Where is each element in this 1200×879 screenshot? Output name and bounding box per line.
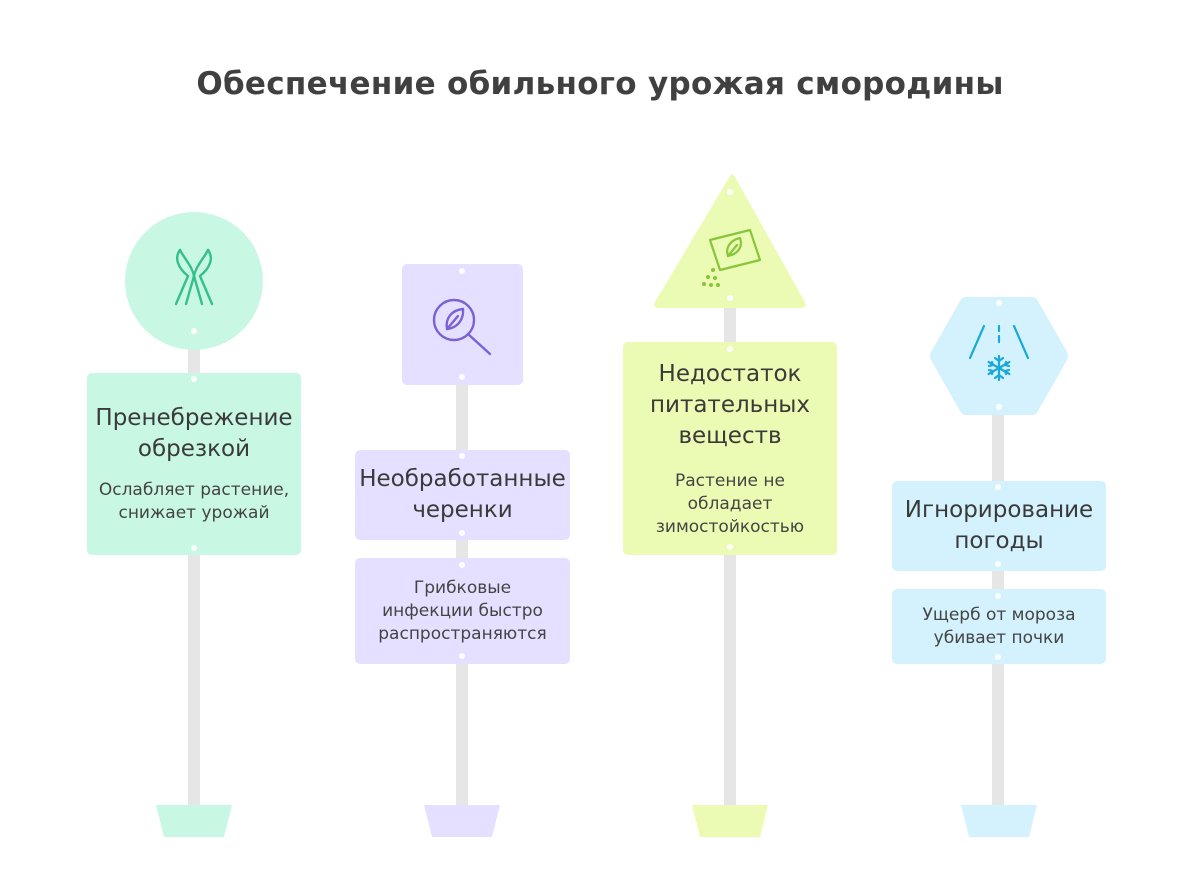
signpost-1-panel: Пренебрежение обрезкой Ослабляет растени… bbox=[87, 373, 301, 555]
signpost-1-bolt-top bbox=[191, 376, 197, 382]
signpost-2-sign-bolt-top bbox=[459, 268, 465, 274]
signpost-2-description-panel: Грибковые инфекции быстро распространяют… bbox=[355, 558, 570, 664]
pruning-shears-icon bbox=[174, 248, 214, 306]
signpost-2-description-bolt-top bbox=[459, 562, 465, 568]
signpost-1-base bbox=[156, 805, 232, 837]
signpost-4-heading-panel: Игнорирование погоды bbox=[892, 481, 1106, 571]
signpost-3-bolt-bottom bbox=[727, 544, 733, 550]
signpost-2-base bbox=[424, 805, 500, 837]
signpost-2-heading-panel: Необработанные черенки bbox=[355, 450, 570, 540]
signpost-3-description: Растение не обладает зимостойкостью bbox=[655, 470, 805, 537]
signpost-4-description-panel: Ущерб от мороза убивает почки bbox=[892, 589, 1106, 664]
snow-weather-icon bbox=[968, 324, 1030, 382]
signpost-4-heading: Игнорирование погоды bbox=[904, 497, 1094, 554]
signpost-2-square-sign bbox=[402, 264, 523, 385]
signpost-4-description: Ущерб от мороза убивает почки bbox=[922, 604, 1076, 648]
signpost-2-description: Грибковые инфекции быстро распространяют… bbox=[378, 577, 547, 644]
signpost-4-description-bolt-bottom bbox=[995, 654, 1001, 660]
signpost-2-sign-bolt-bottom bbox=[459, 374, 465, 380]
signpost-3-base bbox=[692, 805, 768, 837]
signpost-3-heading: Недостаток питательных веществ bbox=[649, 360, 811, 449]
magnifier-leaf-icon bbox=[432, 298, 492, 356]
signpost-2-heading: Необработанные черенки bbox=[359, 466, 566, 523]
signpost-4-base bbox=[961, 805, 1037, 837]
signpost-1-heading: Пренебрежение обрезкой bbox=[95, 405, 293, 462]
signpost-2-description-bolt-bottom bbox=[459, 653, 465, 659]
signpost-3-triangle-sign bbox=[654, 174, 806, 308]
signpost-1-description: Ослабляет растение, снижает урожай bbox=[98, 480, 290, 523]
diagram-title: Обеспечение обильного урожая смородины bbox=[196, 66, 1004, 102]
signpost-2-heading-bolt-bottom bbox=[459, 530, 465, 536]
signpost-3-panel: Недостаток питательных веществ Растение … bbox=[623, 342, 837, 555]
signpost-4-description-bolt-top bbox=[995, 593, 1001, 599]
signpost-4-heading-bolt-top bbox=[995, 484, 1001, 490]
signpost-3-bolt-top bbox=[727, 346, 733, 352]
signpost-4-heading-bolt-bottom bbox=[995, 561, 1001, 567]
fertilizer-bag-icon bbox=[702, 228, 762, 287]
signpost-2-heading-bolt-top bbox=[459, 453, 465, 459]
signpost-1-bolt-bottom bbox=[191, 545, 197, 551]
